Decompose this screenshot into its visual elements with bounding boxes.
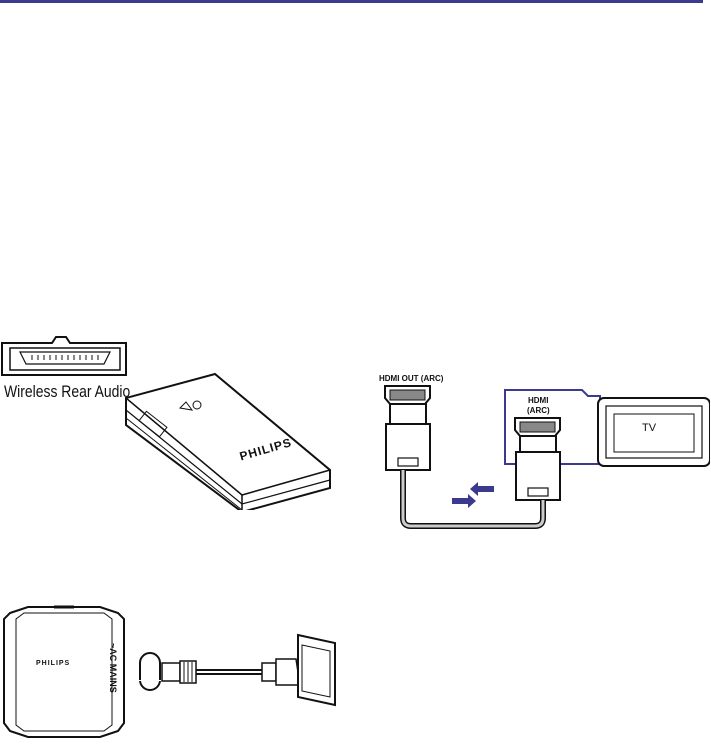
hdmi-arc-figure: HDMI OUT (ARC) HDMI (ARC) TV [360, 360, 711, 535]
ac-mains-illustration [3, 605, 336, 738]
hdmi-cable-illustration [384, 385, 711, 529]
tv-label: TV [642, 422, 657, 434]
ac-mains-label: ~AC MAINS [108, 643, 118, 693]
wireless-module-illustration [1, 336, 331, 514]
wireless-rear-audio-label: Wireless Rear Audio [4, 382, 131, 401]
speaker-brand-logo: PHILIPS [36, 660, 71, 667]
hdmi-in-label: HDMI [528, 396, 549, 405]
wireless-rear-audio-figure: Wireless Rear Audio PHILIPS [0, 330, 340, 514]
hdmi-in-arc-label: (ARC) [527, 406, 550, 415]
ac-mains-figure: PHILIPS ~AC MAINS [0, 605, 345, 740]
hdmi-out-arc-label: HDMI OUT (ARC) [379, 374, 444, 383]
top-rule [0, 0, 703, 3]
